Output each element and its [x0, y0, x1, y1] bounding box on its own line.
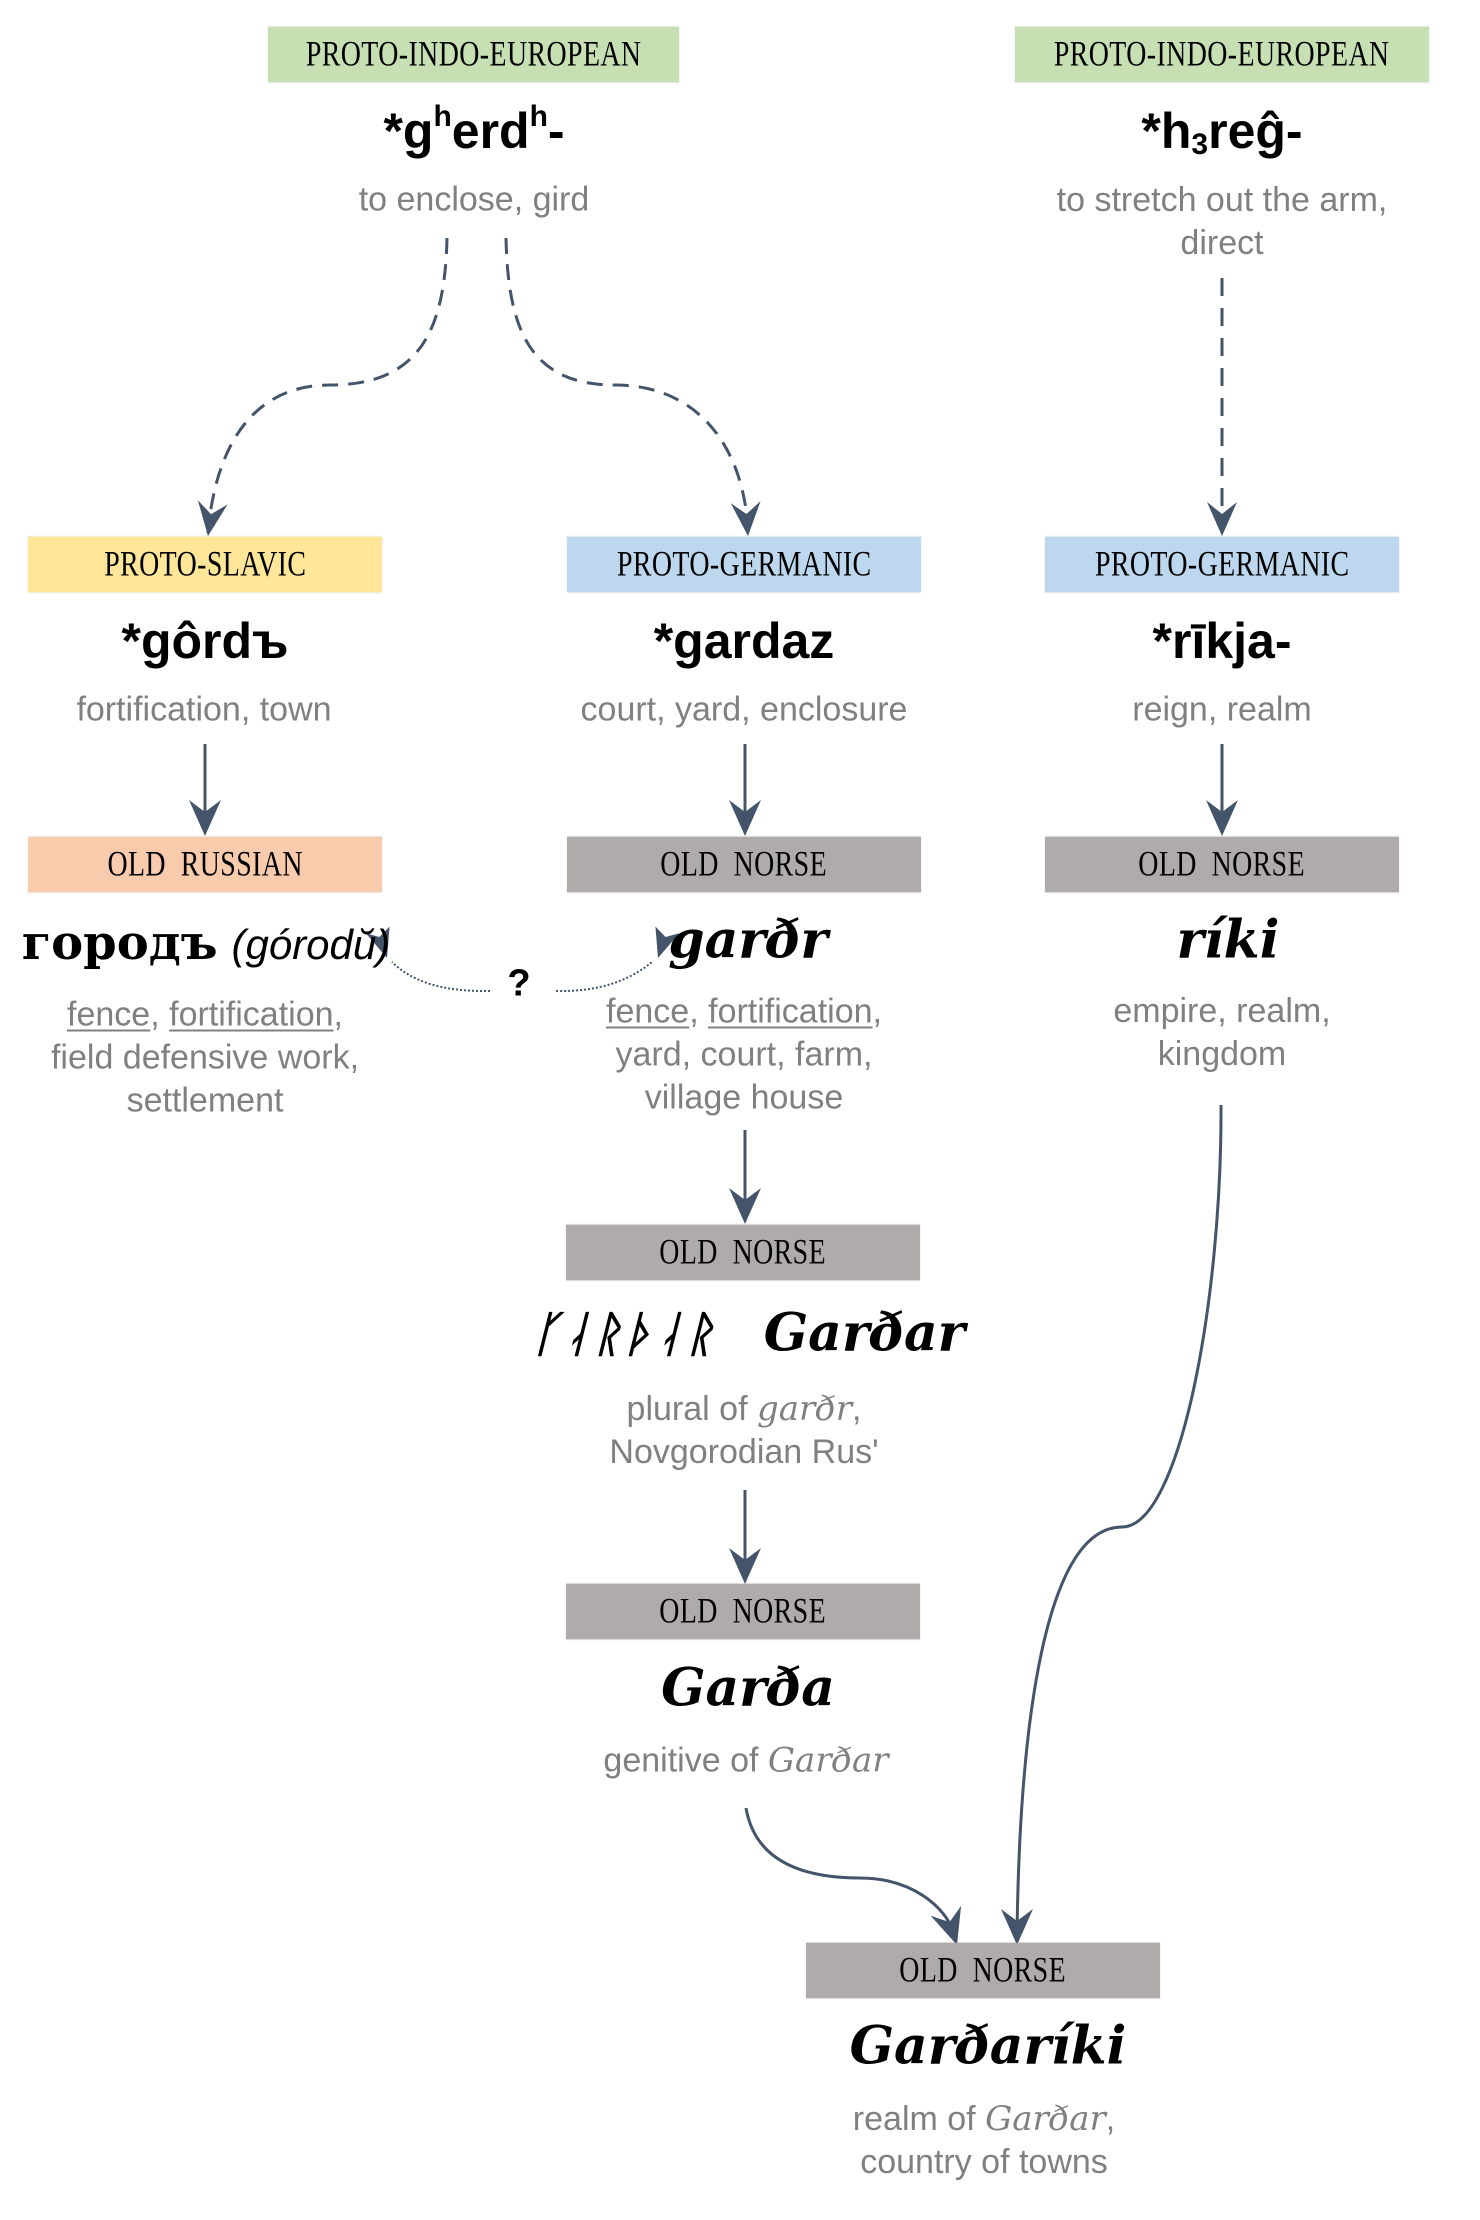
language-label-text: PROTO-INDO-EUROPEAN	[305, 35, 642, 74]
word-old-norse-gardar: ᚴᛆᚱᚦᛆᚱ Garðar	[531, 1303, 965, 1364]
word-proto-slavic-gordu: *gôrdъ	[121, 613, 289, 669]
language-label-text: OLD RUSSIAN	[107, 845, 303, 884]
language-label-pie-right: PROTO-INDO-EUROPEAN	[1015, 26, 1429, 83]
language-label-pie-left: PROTO-INDO-EUROPEAN	[268, 26, 679, 83]
language-label-text: OLD NORSE	[899, 1951, 1067, 1990]
language-label-text: PROTO-INDO-EUROPEAN	[1054, 35, 1390, 74]
language-label-text: PROTO-GERMANIC	[1094, 545, 1350, 584]
language-label-proto-germanic-rikja: PROTO-GERMANIC	[1045, 536, 1399, 593]
language-label-text: OLD NORSE	[1138, 845, 1306, 884]
arrowhead	[730, 501, 761, 536]
romanization: (górodŭ)	[231, 921, 391, 968]
language-label-old-russian: OLD RUSSIAN	[28, 836, 382, 893]
meaning-pie-gherdh: to enclose, gird	[358, 180, 590, 219]
language-label-text: OLD NORSE	[660, 845, 828, 884]
meaning-old-russian: fence, fortification, field defensive wo…	[50, 995, 360, 1120]
arrowhead	[365, 926, 390, 958]
arrowhead	[655, 926, 680, 958]
word-old-norse-riki: ríki	[1176, 909, 1280, 971]
arrowhead	[729, 1548, 761, 1584]
arrow-riki-to-gardariki	[1015, 1104, 1223, 1936]
language-label-text: PROTO-GERMANIC	[616, 545, 872, 584]
meaning-proto-germanic-rikja: reign, realm	[1132, 690, 1312, 729]
word-old-russian-gorodu: городъ (górodŭ)	[22, 913, 391, 971]
language-label-old-norse-gardr: OLD NORSE	[567, 836, 921, 893]
language-label-old-norse-gardar: OLD NORSE	[566, 1224, 920, 1281]
meaning-pie-h3reg: to stretch out the arm,direct	[1056, 181, 1388, 262]
dotted-arrow-to-old-norse	[555, 961, 653, 993]
runic-spelling: ᚴᛆᚱᚦᛆᚱ	[530, 1306, 716, 1363]
meaning-old-norse-gardr: fence, fortification, yard, court, farm,…	[606, 992, 882, 1117]
latin-spelling: Garðar	[763, 1302, 966, 1364]
meaning-old-norse-gardar: plural of garðr, Novgorodian Rus'	[609, 1389, 879, 1471]
language-label-old-norse-gardariki: OLD NORSE	[806, 1942, 1160, 1999]
language-label-old-norse-riki: OLD NORSE	[1045, 836, 1399, 893]
word-pie-h3reg: *h3reĝ-	[1141, 103, 1303, 161]
dashed-arrow-pie-to-proto-germanic	[504, 237, 750, 534]
word-old-norse-gardariki: Garðaríki	[849, 2015, 1127, 2077]
cyrillic-word: городъ	[21, 915, 218, 971]
meaning-proto-slavic: fortification, town	[76, 690, 332, 729]
language-label-proto-germanic-gardaz: PROTO-GERMANIC	[567, 536, 921, 593]
language-label-proto-slavic: PROTO-SLAVIC	[28, 536, 382, 593]
arrowhead	[197, 500, 228, 536]
language-label-old-norse-garda: OLD NORSE	[566, 1583, 920, 1640]
language-label-text: OLD NORSE	[659, 1592, 827, 1631]
arrow-garda-to-gardariki	[744, 1807, 957, 1936]
arrowhead	[930, 1905, 962, 1945]
word-pie-gherdh: *gherdh-	[383, 100, 565, 160]
word-proto-germanic-gardaz: *gardaz	[653, 613, 835, 669]
word-proto-germanic-rikja: *rīkja-	[1152, 613, 1292, 669]
word-old-norse-garda: Garða	[661, 1657, 835, 1719]
arrowhead	[189, 800, 221, 836]
word-old-norse-gardr: garðr	[668, 909, 828, 971]
dashed-arrow-pie-to-proto-slavic	[206, 237, 449, 534]
dotted-arrow-to-old-russian	[391, 961, 491, 993]
meaning-proto-germanic-gardaz: court, yard, enclosure	[580, 690, 908, 729]
uncertain-link-question-mark: ?	[507, 962, 531, 1005]
arrowhead	[1206, 800, 1238, 836]
language-label-text: OLD NORSE	[659, 1233, 827, 1272]
meaning-old-norse-gardariki: realm of Garðar, country of towns	[852, 2099, 1116, 2181]
arrowhead	[729, 800, 761, 836]
meaning-old-norse-riki: empire, realm, kingdom	[1113, 992, 1331, 1073]
language-label-text: PROTO-SLAVIC	[103, 545, 307, 584]
arrowhead	[729, 1188, 761, 1224]
arrowhead	[1207, 502, 1237, 536]
meaning-old-norse-garda: genitive of Garðar	[603, 1740, 889, 1781]
arrowhead	[1001, 1909, 1033, 1945]
